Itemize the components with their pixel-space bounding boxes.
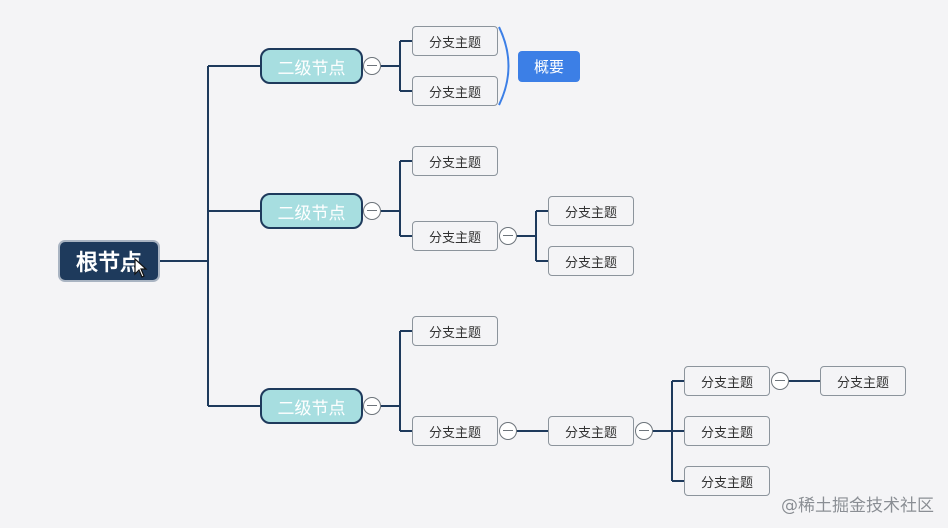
- branch-topic-node[interactable]: 分支主题: [412, 221, 498, 251]
- branch-topic-node[interactable]: 分支主题: [412, 26, 498, 56]
- watermark: @稀土掘金技术社区: [781, 496, 934, 516]
- collapse-minus-icon[interactable]: [499, 422, 517, 440]
- level2-node[interactable]: 二级节点: [260, 193, 363, 229]
- branch-topic-node[interactable]: 分支主题: [684, 416, 770, 446]
- connector-line: [381, 40, 412, 92]
- level2-node[interactable]: 二级节点: [260, 388, 363, 424]
- connector-line: [160, 65, 260, 407]
- summary-bracket: [498, 26, 510, 106]
- collapse-minus-icon[interactable]: [363, 202, 381, 220]
- connector-line: [381, 330, 412, 432]
- collapse-minus-icon[interactable]: [499, 227, 517, 245]
- branch-topic-node[interactable]: 分支主题: [412, 76, 498, 106]
- connector-line: [517, 210, 548, 262]
- connector-line: [653, 380, 684, 482]
- branch-topic-node[interactable]: 分支主题: [412, 146, 498, 176]
- branch-topic-node[interactable]: 分支主题: [412, 316, 498, 346]
- branch-topic-node[interactable]: 分支主题: [684, 466, 770, 496]
- collapse-minus-icon[interactable]: [771, 372, 789, 390]
- branch-topic-node[interactable]: 分支主题: [684, 366, 770, 396]
- branch-topic-node[interactable]: 分支主题: [548, 246, 634, 276]
- branch-topic-node[interactable]: 分支主题: [820, 366, 906, 396]
- connector-line: [381, 160, 412, 237]
- level2-node[interactable]: 二级节点: [260, 48, 363, 84]
- collapse-minus-icon[interactable]: [635, 422, 653, 440]
- branch-topic-node[interactable]: 分支主题: [548, 196, 634, 226]
- mouse-pointer-icon: [134, 258, 148, 278]
- root-node[interactable]: 根节点: [58, 240, 160, 282]
- collapse-minus-icon[interactable]: [363, 57, 381, 75]
- branch-topic-node[interactable]: 分支主题: [412, 416, 498, 446]
- summary-node[interactable]: 概要: [518, 51, 580, 82]
- branch-topic-node[interactable]: 分支主题: [548, 416, 634, 446]
- collapse-minus-icon[interactable]: [363, 397, 381, 415]
